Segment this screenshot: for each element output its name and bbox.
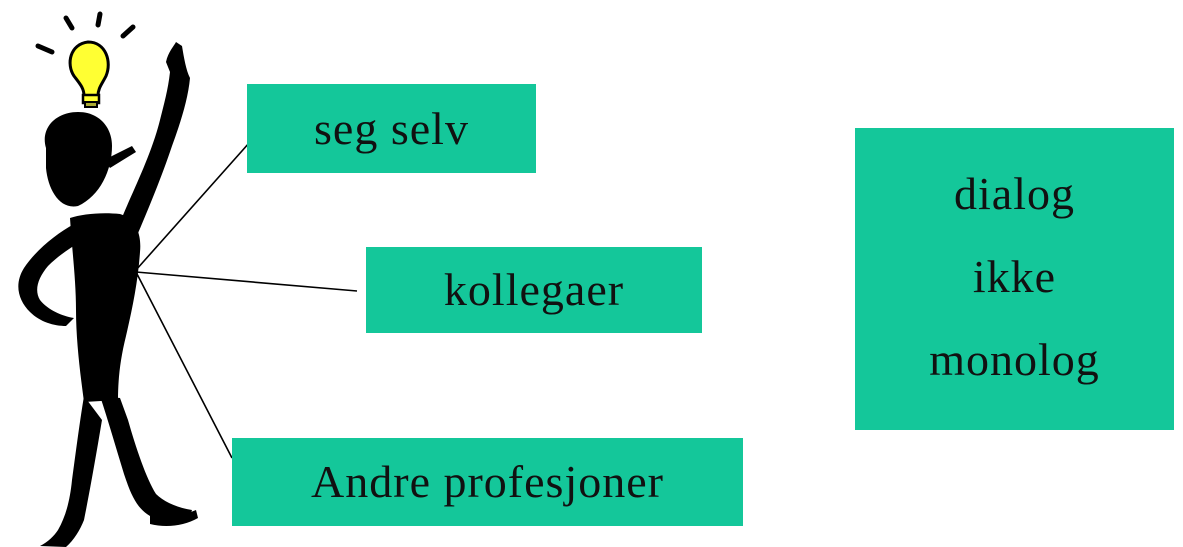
box-andre-profesjoner-label: Andre profesjoner [311,456,664,507]
connector-professions [135,271,233,459]
box-andre-profesjoner: Andre profesjoner [232,438,743,526]
connector-self [135,123,267,271]
connector-colleagues [135,271,358,292]
connector-lines [135,123,358,459]
box-dialog-ikke-monolog: dialog ikke monolog [855,128,1174,430]
dialog-line-3: monolog [929,334,1100,385]
dialog-line-1: dialog [954,168,1075,219]
lightbulb-icon [68,40,110,108]
box-seg-selv: seg selv [247,84,536,173]
thinking-person-icon [18,42,198,547]
box-kollegaer-label: kollegaer [443,264,625,315]
dialog-line-2: ikke [972,251,1057,302]
box-seg-selv-label: seg selv [314,102,469,154]
box-kollegaer: kollegaer [366,247,702,333]
lightbulb-rays [35,11,136,55]
